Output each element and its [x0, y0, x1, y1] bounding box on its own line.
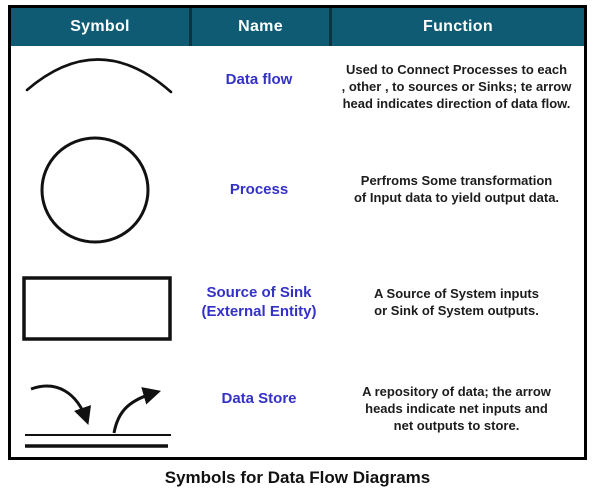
function-line: heads indicate net inputs and: [365, 400, 548, 416]
symbol-cell: [11, 134, 189, 244]
name-line: (External Entity): [201, 302, 317, 320]
figure-caption: Symbols for Data Flow Diagrams: [164, 468, 431, 487]
table-row-process: Process Perfroms Some transformation of …: [11, 134, 584, 244]
row-function: A Source of System inputs or Sink of Sys…: [329, 244, 584, 359]
table-header-row: Symbol Name Function: [11, 8, 584, 46]
symbol-cell: [11, 46, 189, 134]
function-line: , other , to sources or Sinks; te arrow: [341, 78, 572, 94]
function-line: Perfroms Some transformation: [360, 173, 553, 188]
process-circle-icon: [40, 136, 150, 244]
data-store-arrows-icon: [25, 384, 171, 448]
header-function: Function: [329, 8, 584, 46]
name-line: Source of Sink: [206, 283, 312, 301]
table-row-external-entity: Source of Sink (External Entity) A Sourc…: [11, 244, 584, 359]
row-name: Process: [189, 134, 329, 244]
external-entity-rectangle-icon: [22, 276, 172, 341]
table-row-data-store: Data Store A repository of data; the arr…: [11, 359, 584, 457]
function-line: of Input data to yield output data.: [353, 190, 560, 205]
function-line: head indicates direction of data flow.: [342, 95, 571, 111]
function-line: net outputs to store.: [393, 417, 520, 433]
row-name: Data flow: [189, 46, 329, 134]
symbol-cell: [11, 359, 189, 457]
table-row-data-flow: Data flow Used to Connect Processes to e…: [11, 46, 584, 134]
function-line: or Sink of System outputs.: [374, 302, 539, 318]
row-name: Data Store: [189, 359, 329, 457]
symbol-cell: [11, 244, 189, 359]
name-line: Data Store: [221, 389, 297, 407]
name-line: Process: [229, 180, 289, 198]
row-function: Perfroms Some transformation of Input da…: [329, 134, 584, 244]
dfd-symbol-table: Symbol Name Function Data flow Used to C…: [8, 5, 587, 460]
row-function: Used to Connect Processes to each , othe…: [329, 46, 584, 134]
row-name: Source of Sink (External Entity): [189, 244, 329, 359]
data-flow-arc-icon: [25, 58, 173, 94]
function-line: A repository of data; the arrow: [362, 383, 551, 399]
function-line: A Source of System inputs: [374, 285, 539, 301]
function-line: Used to Connect Processes to each: [345, 61, 568, 77]
header-name: Name: [189, 8, 329, 46]
header-symbol: Symbol: [70, 18, 130, 35]
name-line: Data flow: [225, 70, 293, 88]
row-function: A repository of data; the arrow heads in…: [329, 359, 584, 457]
